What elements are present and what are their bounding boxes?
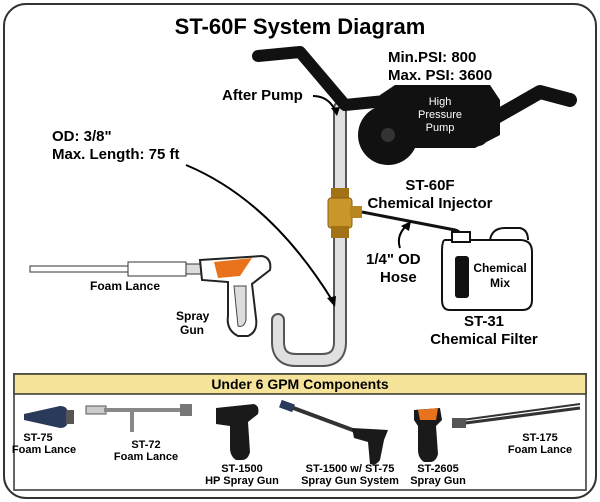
component-3-line1: ST-1500 bbox=[221, 463, 263, 475]
pump-label-line2: Pressure bbox=[418, 109, 462, 121]
st175-foam-lance-image bbox=[452, 403, 581, 428]
pump-min-psi: Min.PSI: 800 bbox=[388, 49, 476, 66]
jug-label-line1: Chemical bbox=[473, 261, 526, 275]
injector-label-line2: Chemical Injector bbox=[367, 195, 492, 212]
component-6-line1: ST-175 bbox=[522, 432, 557, 444]
spray-gun bbox=[198, 254, 272, 337]
component-4-line2: Spray Gun System bbox=[301, 475, 399, 487]
component-6-line2: Foam Lance bbox=[508, 444, 572, 456]
filter-label-line1: ST-31 bbox=[464, 313, 504, 330]
chem-hose-label-line2: Hose bbox=[380, 269, 417, 286]
after-pump-label: After Pump bbox=[222, 87, 303, 104]
pressure-washer-pump: High Pressure Pump bbox=[252, 46, 577, 165]
filter-label-line2: Chemical Filter bbox=[430, 331, 538, 348]
injector-label-line1: ST-60F bbox=[405, 177, 454, 194]
chemical-jug bbox=[441, 227, 533, 311]
hose-od-label: OD: 3/8" bbox=[52, 128, 112, 145]
pump-label-line3: Pump bbox=[426, 122, 455, 134]
st72-foam-lance-image bbox=[85, 404, 192, 432]
st2605-spray-gun-image bbox=[414, 408, 442, 462]
st1500-system-image bbox=[279, 399, 388, 465]
chemical-injector bbox=[327, 188, 362, 238]
components-banner bbox=[13, 373, 587, 395]
component-2-line1: ST-72 bbox=[131, 439, 160, 451]
spray-gun-label-line2: Gun bbox=[180, 323, 204, 337]
component-3-line2: HP Spray Gun bbox=[205, 475, 279, 487]
pump-label-line1: High bbox=[429, 96, 452, 108]
component-1-line2: Foam Lance bbox=[12, 444, 76, 456]
diagram-title: ST-60F System Diagram bbox=[175, 14, 426, 39]
component-5-line1: ST-2605 bbox=[417, 463, 459, 475]
foam-lance-label: Foam Lance bbox=[90, 279, 160, 293]
main-hose bbox=[271, 101, 347, 367]
hose-spec-arrow bbox=[185, 164, 333, 301]
st75-foam-lance-image bbox=[24, 406, 74, 428]
pump-max-psi: Max. PSI: 3600 bbox=[388, 67, 492, 84]
jug-label-line2: Mix bbox=[490, 276, 510, 290]
components-heading: Under 6 GPM Components bbox=[211, 376, 389, 392]
component-1-line1: ST-75 bbox=[23, 432, 52, 444]
component-5-line2: Spray Gun bbox=[410, 475, 466, 487]
chemical-filter bbox=[455, 256, 469, 298]
spray-gun-label-line1: Spray bbox=[176, 309, 210, 323]
st1500-spray-gun-image bbox=[216, 404, 259, 460]
component-2-line2: Foam Lance bbox=[114, 451, 178, 463]
hose-length-label: Max. Length: 75 ft bbox=[52, 146, 180, 163]
chem-hose-label-line1: 1/4" OD bbox=[366, 251, 421, 268]
component-4-line1: ST-1500 w/ ST-75 bbox=[306, 463, 395, 475]
